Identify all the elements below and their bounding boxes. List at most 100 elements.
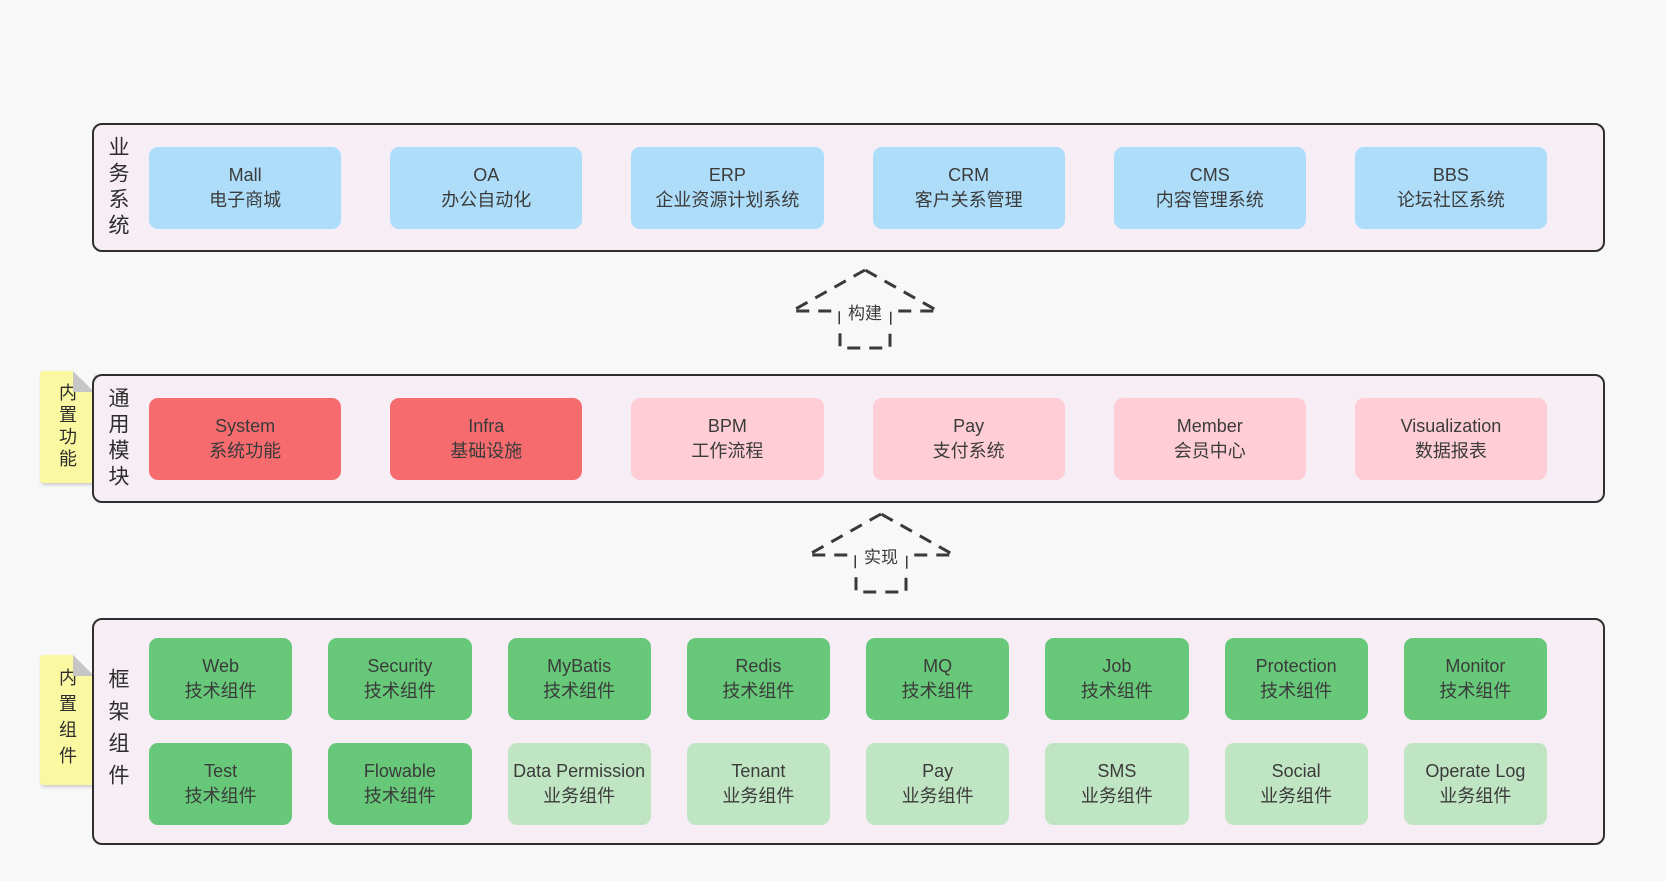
box-name: Member (1176, 415, 1243, 436)
box-desc: 技术组件 (184, 681, 257, 701)
box-desc: 业务组件 (543, 786, 616, 806)
box-desc: 系统功能 (209, 440, 282, 461)
box-name: OA (473, 164, 500, 185)
layer-label-framework-components: 框架组件 (106, 667, 129, 796)
box-flowable: Flowable 技术组件 (328, 743, 472, 825)
layer-business-systems: 业务系统 Mall 电子商城 OA 办公自动化 ERP 企业资源计划系统 CRM… (92, 123, 1605, 252)
sticky-note-label: 内置组件 (57, 668, 77, 772)
box-job: Job 技术组件 (1045, 638, 1189, 720)
module-box-row: System 系统功能 Infra 基础设施 BPM 工作流程 Pay 支付系统… (149, 397, 1548, 480)
layer-label-business-systems: 业务系统 (106, 135, 129, 240)
box-tenant: Tenant 业务组件 (686, 743, 830, 825)
box-bpm: BPM 工作流程 (631, 397, 824, 480)
box-social: Social 业务组件 (1224, 743, 1368, 825)
box-desc: 技术组件 (1080, 681, 1153, 701)
box-erp: ERP 企业资源计划系统 (631, 146, 824, 229)
box-redis: Redis 技术组件 (686, 638, 830, 720)
box-system: System 系统功能 (149, 397, 342, 480)
box-desc: 技术组件 (363, 786, 436, 806)
box-desc: 业务组件 (1260, 786, 1333, 806)
box-name: System (215, 415, 276, 436)
box-data-permission: Data Permission 业务组件 (507, 743, 651, 825)
box-name: Test (204, 761, 238, 781)
sticky-note-label: 内置功能 (57, 383, 77, 471)
box-name: Data Permission (513, 761, 646, 781)
box-desc: 办公自动化 (441, 189, 532, 210)
component-row-1: Web 技术组件 Security 技术组件 MyBatis 技术组件 Redi… (149, 638, 1547, 720)
layer-framework-components: 框架组件 Web 技术组件 Security 技术组件 MyBatis 技术组件… (92, 618, 1605, 845)
box-name: CRM (948, 164, 990, 185)
box-name: Flowable (363, 761, 436, 781)
layer-label-common-modules: 通用模块 (106, 386, 129, 491)
box-name: BBS (1432, 164, 1469, 185)
box-name: BPM (707, 415, 747, 436)
box-name: Monitor (1445, 656, 1506, 676)
box-crm: CRM 客户关系管理 (872, 146, 1065, 229)
box-monitor: Monitor 技术组件 (1403, 638, 1547, 720)
box-desc: 电子商城 (209, 189, 282, 210)
box-security: Security 技术组件 (328, 638, 472, 720)
arrow-build-label: 构建 (848, 304, 882, 323)
sticky-note-built-in-components: 内置组件 (40, 655, 94, 785)
box-name: Infra (468, 415, 505, 436)
box-desc: 客户关系管理 (914, 189, 1023, 210)
box-desc: 技术组件 (1260, 681, 1333, 701)
box-infra: Infra 基础设施 (390, 397, 583, 480)
box-cms: CMS 内容管理系统 (1113, 146, 1306, 229)
box-visualization: Visualization 数据报表 (1354, 397, 1548, 480)
box-name: Job (1102, 656, 1132, 676)
box-name: MyBatis (547, 656, 612, 676)
box-name: Operate Log (1425, 761, 1526, 781)
box-desc: 数据报表 (1414, 440, 1487, 461)
box-name: Pay (922, 761, 954, 781)
note-fold-corner (73, 655, 94, 676)
box-desc: 技术组件 (543, 681, 616, 701)
arrow-implement-icon: 实现 (802, 512, 960, 594)
component-box-grid: Web 技术组件 Security 技术组件 MyBatis 技术组件 Redi… (149, 638, 1547, 825)
layer-common-modules: 通用模块 System 系统功能 Infra 基础设施 BPM 工作流程 Pay… (92, 374, 1605, 503)
box-name: MQ (923, 656, 953, 676)
box-oa: OA 办公自动化 (390, 146, 583, 229)
box-bbs: BBS 论坛社区系统 (1354, 146, 1548, 229)
box-mall: Mall 电子商城 (149, 146, 342, 229)
box-desc: 论坛社区系统 (1396, 189, 1505, 210)
box-desc: 会员中心 (1173, 440, 1246, 461)
arrow-implement-label: 实现 (864, 548, 898, 567)
box-desc: 技术组件 (1439, 681, 1512, 701)
box-mybatis: MyBatis 技术组件 (507, 638, 651, 720)
box-name: SMS (1097, 761, 1137, 781)
box-sms: SMS 业务组件 (1045, 743, 1189, 825)
box-name: Mall (228, 164, 262, 185)
business-box-row: Mall 电子商城 OA 办公自动化 ERP 企业资源计划系统 CRM 客户关系… (149, 146, 1548, 229)
box-name: ERP (708, 164, 746, 185)
box-name: Pay (953, 415, 985, 436)
box-desc: 技术组件 (363, 681, 436, 701)
box-desc: 技术组件 (184, 786, 257, 806)
box-desc: 业务组件 (1439, 786, 1512, 806)
box-pay: Pay 支付系统 (872, 397, 1065, 480)
box-name: CMS (1189, 164, 1230, 185)
box-name: Tenant (731, 761, 786, 781)
box-test: Test 技术组件 (149, 743, 293, 825)
box-mq: MQ 技术组件 (866, 638, 1010, 720)
arrow-build-icon: 构建 (786, 268, 944, 350)
box-desc: 技术组件 (722, 681, 795, 701)
box-desc: 工作流程 (691, 440, 764, 461)
box-desc: 基础设施 (450, 440, 523, 461)
box-desc: 业务组件 (722, 786, 795, 806)
box-desc: 技术组件 (901, 681, 974, 701)
sticky-note-built-in-features: 内置功能 (40, 371, 94, 483)
box-name: Protection (1255, 656, 1337, 676)
box-member: Member 会员中心 (1113, 397, 1306, 480)
box-name: Redis (735, 656, 782, 676)
box-desc: 业务组件 (1080, 786, 1153, 806)
box-web: Web 技术组件 (149, 638, 293, 720)
box-desc: 企业资源计划系统 (655, 189, 800, 210)
box-pay-biz: Pay 业务组件 (866, 743, 1010, 825)
note-fold-corner (73, 371, 94, 392)
box-name: Social (1271, 761, 1321, 781)
component-row-2: Test 技术组件 Flowable 技术组件 Data Permission … (149, 743, 1547, 825)
box-name: Visualization (1400, 415, 1502, 436)
box-name: Security (367, 656, 433, 676)
